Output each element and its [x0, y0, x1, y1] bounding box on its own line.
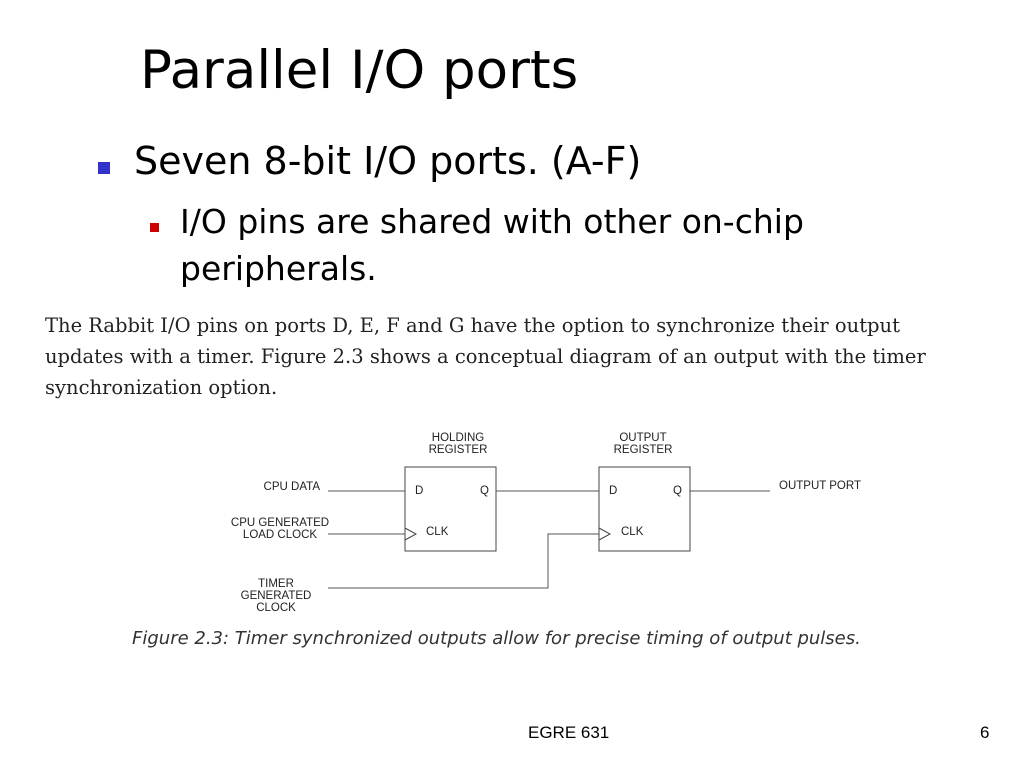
output-register-box: [598, 466, 691, 552]
timer-clock-wire: [328, 533, 599, 589]
slide-title: Parallel I/O ports: [140, 40, 579, 101]
cpu-data-label: CPU DATA: [264, 481, 321, 493]
output-clk-pin-label: CLK: [621, 526, 644, 538]
footer-course: EGRE 631: [528, 723, 610, 742]
cpu-load-clock-label-line1: CPU GENERATED: [231, 517, 329, 529]
bullet-level-2: I/O pins are shared with other on-chip p…: [180, 202, 804, 288]
holding-register-label-line2: REGISTER: [429, 444, 488, 456]
output-q-pin-label: Q: [673, 485, 682, 497]
holding-register-label-line1: HOLDING: [432, 432, 484, 444]
bullet-level-1: Seven 8-bit I/O ports. (A-F): [134, 139, 642, 183]
page-number: 6: [980, 723, 990, 742]
figure-caption: Figure 2.3: Timer synchronized outputs a…: [132, 628, 861, 649]
output-port-label: OUTPUT PORT: [779, 480, 861, 492]
holding-q-pin-label: Q: [480, 485, 489, 497]
output-register-label-line2: REGISTER: [614, 444, 673, 456]
holding-clk-pin-label: CLK: [426, 526, 449, 538]
holding-register-box: [404, 466, 497, 552]
bullet-square-icon: [98, 162, 110, 174]
bullet-square-small-icon: [150, 223, 159, 232]
timer-clock-label-line3: CLOCK: [256, 602, 296, 614]
excerpt-paragraph: The Rabbit I/O pins on ports D, E, F and…: [45, 314, 926, 399]
output-d-pin-label: D: [609, 485, 617, 497]
cpu-load-clock-label-line2: LOAD CLOCK: [243, 529, 317, 541]
output-register-label-line1: OUTPUT: [619, 432, 666, 444]
timer-clock-label-line1: TIMER: [258, 578, 294, 590]
holding-clock-triangle-icon: [404, 527, 418, 541]
holding-d-pin-label: D: [415, 485, 423, 497]
timer-clock-label-line2: GENERATED: [241, 590, 312, 602]
output-clock-triangle-icon: [598, 527, 612, 541]
